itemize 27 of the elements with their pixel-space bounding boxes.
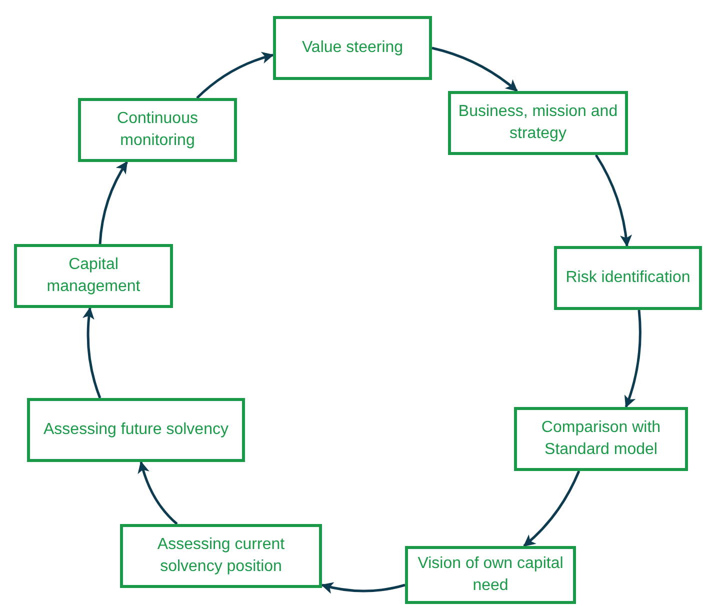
arrow [196,52,274,99]
process-box [448,91,628,155]
box-label: Comparison with Standard model [540,418,662,460]
process-box [120,524,322,588]
arrow [321,582,406,594]
arrow [138,461,178,525]
arrow [98,161,128,244]
box-label: Capital management [46,255,142,297]
arrow [432,46,518,92]
box-label: Business, mission and strategy [457,102,619,144]
box-label: Vision of own capital need [416,554,564,596]
process-box [27,398,245,462]
box-label: Assessing future solvency [44,420,228,440]
arrow [82,307,102,398]
box-label: Assessing current solvency position [156,535,286,577]
box-label: Continuous monitoring [116,109,199,151]
box-label: Value steering [302,38,404,58]
process-box [273,16,432,80]
arrow [523,470,580,547]
process-box [514,407,688,471]
process-box [405,546,576,604]
arrow [594,154,632,247]
arrow [624,310,642,408]
process-box [78,98,237,162]
process-box [14,244,173,308]
box-label: Risk identification [566,268,690,288]
process-box [554,246,702,310]
